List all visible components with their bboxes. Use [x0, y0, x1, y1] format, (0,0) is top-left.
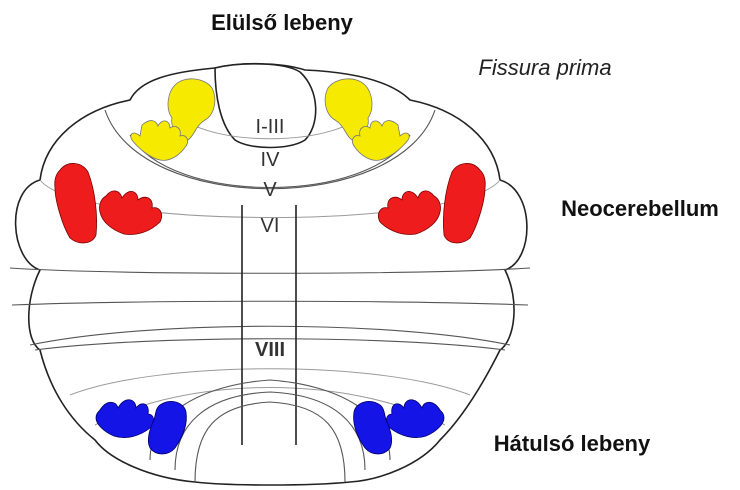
lobule-iv-label: IV: [261, 149, 281, 171]
neocerebellum-label: Neocerebellum: [561, 196, 719, 221]
lobule-viii-label: VIII: [255, 339, 285, 361]
lobule-i-iii-label: I-III: [256, 116, 285, 138]
posterior-lobe-label: Hátulsó lebeny: [494, 431, 651, 456]
lobule-v-label: V: [263, 179, 277, 201]
anterior-lobe-label: Elülső lebeny: [211, 10, 354, 35]
lobule-vi-label: VI: [261, 215, 280, 237]
fissura-prima-label: Fissura prima: [478, 55, 611, 80]
